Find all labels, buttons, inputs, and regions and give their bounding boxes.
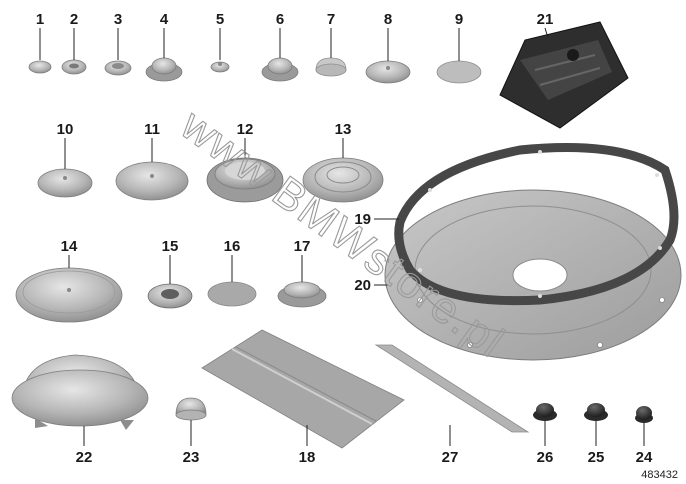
callout-2: 2 <box>70 11 78 28</box>
leader-lines <box>39 27 645 446</box>
callout-10: 10 <box>57 121 74 138</box>
part-24-dark-grommet <box>635 406 653 423</box>
part-4-plug <box>145 57 183 82</box>
callout-numbers: 1 2 3 4 5 6 7 8 9 21 10 11 12 13 19 20 1… <box>36 11 653 466</box>
part-11-plug <box>115 161 189 201</box>
part-26-dark-grommet <box>533 403 557 421</box>
part-20-cover-plate <box>384 189 682 361</box>
callout-20: 20 <box>354 277 371 294</box>
callout-26: 26 <box>537 449 554 466</box>
callout-4: 4 <box>160 11 169 28</box>
callout-27: 27 <box>442 449 459 466</box>
part-23-cap <box>175 397 207 421</box>
part-25-dark-grommet <box>584 403 608 421</box>
diagram-number: 483432 <box>641 469 678 481</box>
callout-16: 16 <box>224 238 241 255</box>
part-2-grommet <box>61 59 87 75</box>
part-17-plug <box>277 281 327 308</box>
part-10-plug <box>37 168 93 198</box>
part-3-grommet <box>104 60 132 76</box>
callout-14: 14 <box>61 238 78 255</box>
callout-5: 5 <box>216 11 224 28</box>
part-13-grommet <box>302 157 384 203</box>
callout-15: 15 <box>162 238 179 255</box>
callout-23: 23 <box>183 449 200 466</box>
callout-19: 19 <box>354 211 371 228</box>
part-18-insulation-sheet <box>201 329 405 449</box>
part-8-dome-plug <box>365 60 411 84</box>
callout-13: 13 <box>335 121 352 138</box>
callout-22: 22 <box>76 449 93 466</box>
callout-1: 1 <box>36 11 44 28</box>
callout-6: 6 <box>276 11 284 28</box>
part-19-gasket-ring <box>394 143 679 306</box>
part-7-cap <box>315 57 347 77</box>
callout-11: 11 <box>144 121 160 138</box>
callout-8: 8 <box>384 11 392 28</box>
part-15-grommet <box>147 283 193 309</box>
callout-17: 17 <box>294 238 311 255</box>
callout-3: 3 <box>114 11 122 28</box>
part-5-small-plug <box>210 61 230 73</box>
callout-21: 21 <box>537 11 554 28</box>
callout-24: 24 <box>636 449 653 466</box>
part-21-bracket <box>499 21 629 129</box>
part-27-strip <box>374 344 530 433</box>
callout-25: 25 <box>588 449 605 466</box>
callout-7: 7 <box>327 11 335 28</box>
callout-18: 18 <box>299 449 316 466</box>
callout-9: 9 <box>455 11 463 28</box>
part-9-disc <box>436 60 482 84</box>
part-14-large-plug <box>15 267 123 323</box>
callout-12: 12 <box>237 121 254 138</box>
part-22-round-cover <box>11 354 149 430</box>
part-6-plug <box>261 57 299 82</box>
part-1-small-plug <box>28 60 52 74</box>
part-16-disc <box>207 281 257 307</box>
